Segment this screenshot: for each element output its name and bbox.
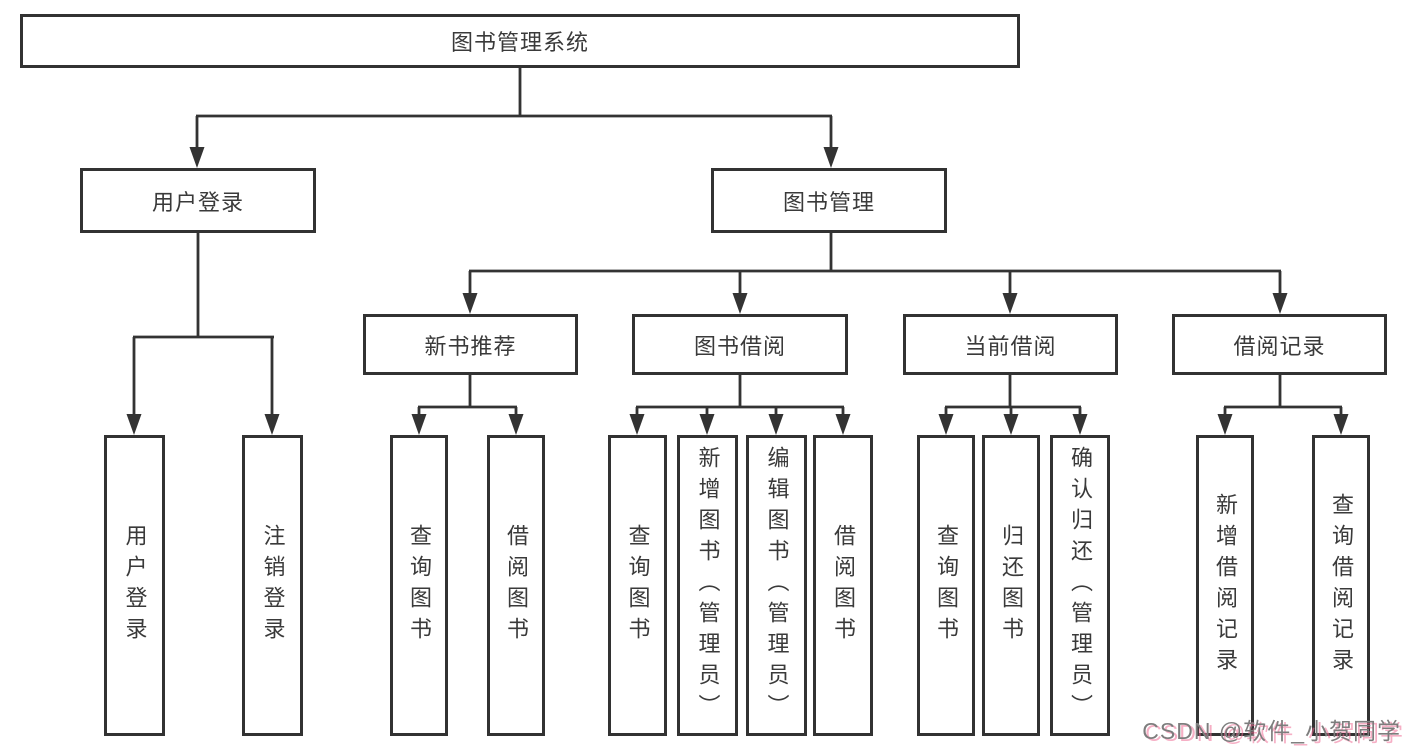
node-root: 图书管理系统 [20, 14, 1020, 68]
arrowhead-down-icon [732, 293, 748, 314]
arrowhead-down-icon [508, 414, 524, 435]
node-leaf-user-login-label: 用户登录 [122, 523, 148, 648]
node-borrow-records-label: 借阅记录 [1233, 333, 1326, 359]
node-leaf-current-confirm: 确认归还（管理员） [1050, 435, 1110, 736]
arrowhead-down-icon [1272, 293, 1288, 314]
csdn-watermark: CSDN @软件_小贺同学 [1142, 718, 1401, 744]
arrowhead-down-icon [1002, 293, 1018, 314]
arrowhead-down-icon [1003, 414, 1019, 435]
node-book-borrow-label: 图书借阅 [693, 333, 786, 359]
node-root-label: 图书管理系统 [450, 30, 589, 55]
arrowhead-down-icon [835, 414, 851, 435]
node-leaf-borrow-query-label: 查询图书 [625, 523, 651, 648]
node-leaf-newbook-borrow-label: 借阅图书 [504, 523, 529, 648]
node-leaf-logout: 注销登录 [242, 435, 303, 736]
node-leaf-borrow-borrow: 借阅图书 [813, 435, 873, 736]
arrowhead-down-icon [126, 414, 142, 435]
node-current-borrow: 当前借阅 [903, 314, 1118, 375]
node-leaf-record-add: 新增借阅记录 [1196, 435, 1254, 736]
node-book-management: 图书管理 [711, 168, 947, 233]
node-leaf-borrow-edit: 编辑图书（管理员） [746, 435, 807, 736]
node-leaf-current-confirm-label: 确认归还（管理员） [1068, 446, 1093, 725]
arrowhead-down-icon [189, 147, 205, 168]
arrowhead-down-icon [629, 414, 645, 435]
node-new-book-recommend: 新书推荐 [363, 314, 578, 375]
node-leaf-newbook-query: 查询图书 [390, 435, 448, 736]
arrowhead-down-icon [699, 414, 715, 435]
node-book-borrow: 图书借阅 [632, 314, 848, 375]
arrowhead-down-icon [462, 293, 478, 314]
node-leaf-logout-label: 注销登录 [260, 523, 286, 648]
arrowhead-down-icon [823, 147, 839, 168]
node-new-book-recommend-label: 新书推荐 [424, 333, 517, 359]
node-user-login-label: 用户登录 [151, 189, 244, 215]
node-book-management-label: 图书管理 [782, 189, 875, 215]
arrowhead-down-icon [768, 414, 784, 435]
node-leaf-newbook-borrow: 借阅图书 [487, 435, 545, 736]
node-current-borrow-label: 当前借阅 [964, 333, 1057, 359]
node-leaf-current-query-label: 查询图书 [934, 523, 959, 648]
node-user-login: 用户登录 [80, 168, 316, 233]
arrowhead-down-icon [264, 414, 280, 435]
arrowhead-down-icon [411, 414, 427, 435]
node-leaf-borrow-edit-label: 编辑图书（管理员） [764, 446, 790, 725]
arrowhead-down-icon [1333, 414, 1349, 435]
arrowhead-down-icon [1217, 414, 1233, 435]
node-leaf-borrow-borrow-label: 借阅图书 [831, 523, 856, 648]
node-leaf-record-query: 查询借阅记录 [1312, 435, 1370, 736]
node-leaf-borrow-add-label: 新增图书（管理员） [695, 446, 721, 725]
node-leaf-record-query-label: 查询借阅记录 [1329, 492, 1354, 679]
node-leaf-current-query: 查询图书 [917, 435, 975, 736]
node-leaf-borrow-query: 查询图书 [608, 435, 667, 736]
node-borrow-records: 借阅记录 [1172, 314, 1387, 375]
arrowhead-down-icon [1072, 414, 1088, 435]
node-leaf-user-login: 用户登录 [104, 435, 165, 736]
node-leaf-current-return-label: 归还图书 [999, 523, 1024, 648]
node-leaf-current-return: 归还图书 [982, 435, 1040, 736]
node-leaf-record-add-label: 新增借阅记录 [1213, 492, 1238, 679]
arrowhead-down-icon [938, 414, 954, 435]
node-leaf-newbook-query-label: 查询图书 [407, 523, 432, 648]
node-leaf-borrow-add: 新增图书（管理员） [677, 435, 738, 736]
